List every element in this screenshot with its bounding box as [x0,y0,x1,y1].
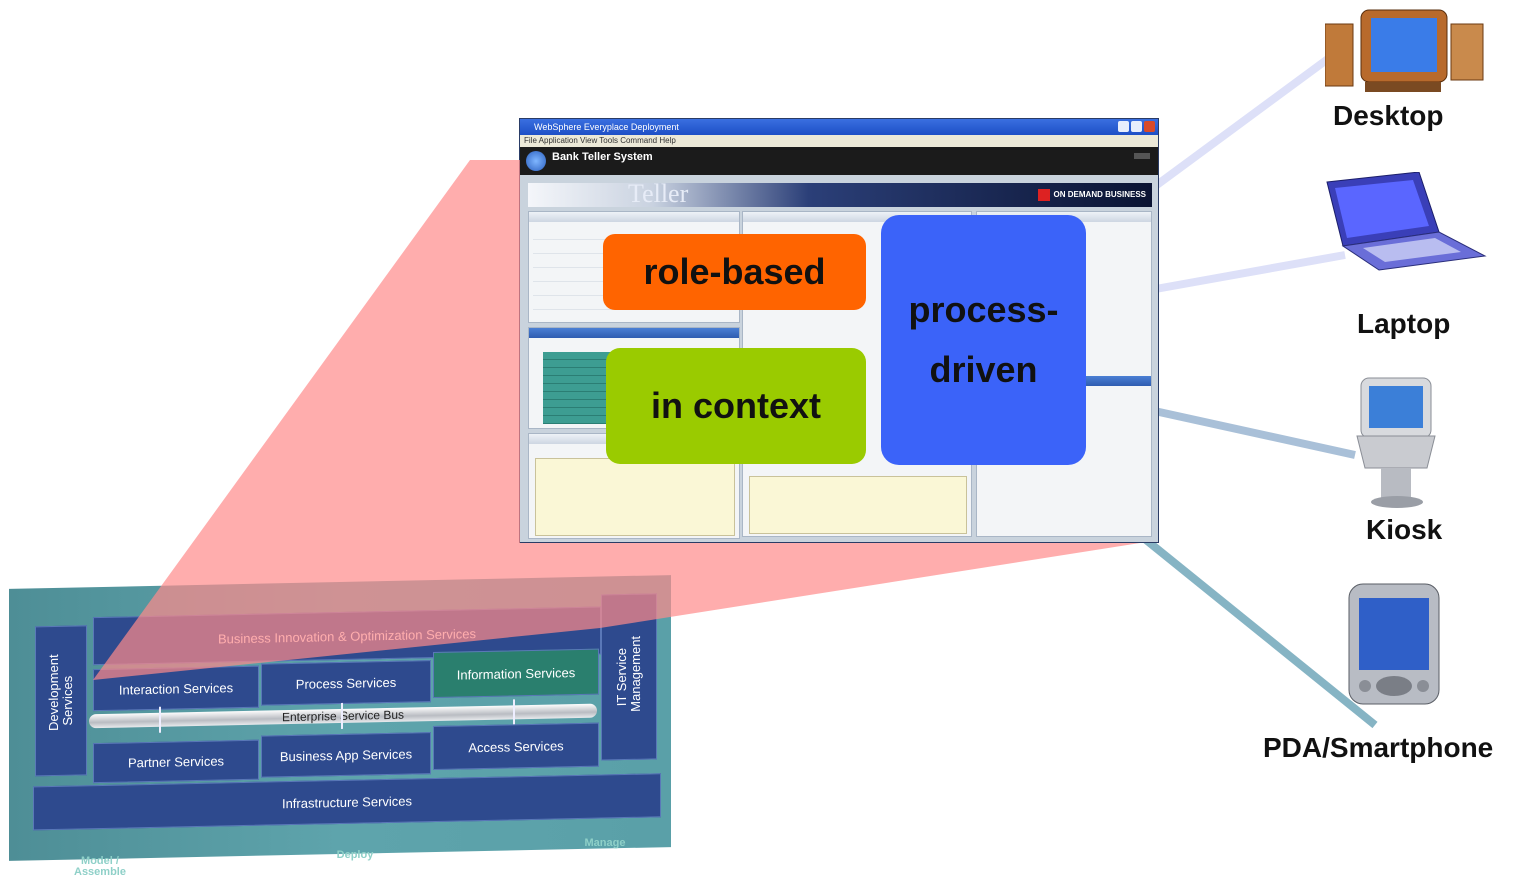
window-menubar: File Application View Tools Command Help [520,135,1158,147]
development-services-label: Development Services [46,654,75,732]
infrastructure-services-label: Infrastructure Services [281,792,413,811]
process-driven-line2: driven [929,349,1038,390]
window-title: WebSphere Everyplace Deployment [534,122,679,132]
esb-connector-tick [159,706,161,733]
process-driven-chip: process- driven [881,215,1086,465]
role-based-chip: role-based [603,234,866,310]
it-service-management-label: IT Service Management [614,635,643,712]
window-controls [1116,121,1155,137]
business-app-services-label: Business App Services [279,745,413,764]
access-services-label: Access Services [468,737,564,755]
interaction-services-block: Interaction Services [93,665,259,712]
access-services-block: Access Services [433,722,599,771]
interaction-services-label: Interaction Services [118,679,234,698]
maximize-icon [1131,121,1142,132]
role-based-label: role-based [643,251,826,292]
process-services-block: Process Services [261,660,431,706]
pda-smartphone-label: PDA/Smartphone [1263,732,1494,763]
kiosk-label: Kiosk [1366,514,1443,545]
it-service-management-block: IT Service Management [601,593,657,761]
banner-brand: ON DEMAND BUSINESS [1037,189,1146,201]
app-header: Bank Teller System [520,147,1158,175]
desktop-icon [1325,9,1484,92]
teller-banner: Teller ON DEMAND BUSINESS [528,179,1152,208]
soa-footer-deploy: Deploy [336,849,374,861]
close-icon [1144,121,1155,132]
soa-reference-architecture: Development Services Business Innovation… [9,575,671,861]
soa-footer-model: Model / Assemble [74,855,126,878]
app-title: Bank Teller System [552,151,653,163]
desktop-label: Desktop [1333,100,1444,131]
pda-icon [1348,583,1440,705]
partner-services-block: Partner Services [93,739,259,784]
header-menu-icon [1134,153,1150,159]
minimize-icon [1118,121,1129,132]
panel-header [529,212,739,222]
business-innovation-label: Business Innovation & Optimization Servi… [218,625,476,647]
transactions-grid [749,476,967,534]
partner-services-label: Partner Services [127,752,225,770]
account-grid [535,458,735,536]
connector-kiosk [1149,406,1356,459]
connector-pda [1137,531,1378,729]
soa-footer-manage: Manage [584,837,626,849]
esb-connector-tick [513,699,515,726]
connector-desktop [1147,46,1343,194]
esb-connector-tick [341,702,343,729]
kiosk-icon [1356,377,1436,508]
enterprise-service-bus-label: Enterprise Service Bus [281,707,405,725]
window-titlebar: WebSphere Everyplace Deployment [520,119,1158,135]
information-services-label: Information Services [456,664,576,683]
business-app-services-block: Business App Services [261,732,431,778]
brand-logo-icon [1037,189,1050,201]
laptop-icon [1326,172,1487,271]
process-driven-label: process- driven [908,280,1058,400]
process-driven-line1: process- [908,289,1059,330]
connector-laptop [1149,251,1346,294]
development-services-block: Development Services [35,625,87,777]
app-logo-icon [526,151,546,171]
in-context-chip: in context [606,348,866,464]
in-context-label: in context [650,385,821,426]
process-services-label: Process Services [295,674,397,692]
information-services-block: Information Services [433,648,599,699]
laptop-label: Laptop [1357,308,1451,339]
panel-header [529,328,739,338]
banner-title: Teller [628,179,689,208]
